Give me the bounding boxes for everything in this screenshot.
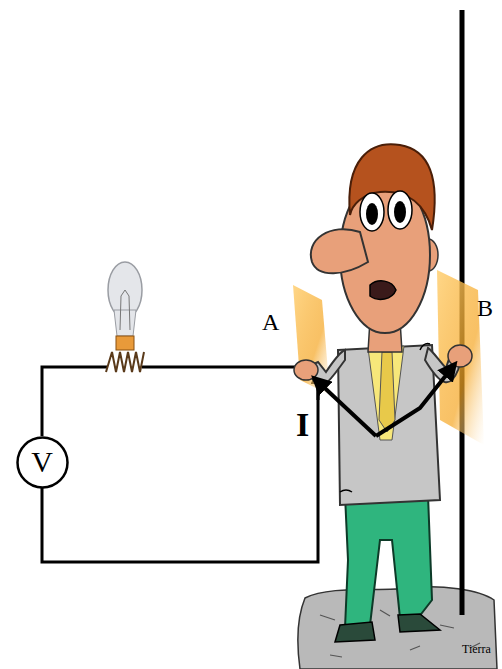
left-hand	[294, 360, 318, 380]
bulb-base	[116, 336, 134, 350]
current-label: I	[296, 408, 309, 442]
pupil	[394, 201, 406, 223]
pants	[345, 495, 432, 628]
nose	[311, 229, 368, 273]
pupil	[366, 203, 378, 225]
terminal-label: B	[477, 296, 493, 320]
shirt	[368, 346, 404, 440]
eye	[388, 191, 412, 229]
bulb-socket-coil	[106, 352, 144, 372]
voltage-source: V	[16, 436, 69, 489]
jacket	[338, 345, 440, 505]
shake-marks	[340, 344, 430, 492]
source-symbol-text: V	[31, 447, 53, 477]
terminal-label: A	[262, 310, 279, 334]
ground-texture	[320, 610, 480, 657]
ground-label: Tierra	[462, 643, 491, 655]
bulb-filament	[120, 290, 130, 330]
source-circle-outline	[17, 437, 67, 487]
shoe	[335, 622, 375, 642]
bulb-neck	[114, 310, 136, 336]
tie	[379, 352, 395, 432]
eye	[360, 193, 384, 231]
shock-flash	[437, 270, 484, 445]
current-path	[314, 378, 376, 436]
right-hand	[448, 345, 472, 367]
shoe	[398, 614, 440, 632]
wire-top	[42, 367, 300, 436]
wire-bottom	[42, 380, 318, 562]
current-path	[376, 364, 455, 436]
hair	[349, 144, 434, 230]
mouth	[370, 281, 396, 300]
